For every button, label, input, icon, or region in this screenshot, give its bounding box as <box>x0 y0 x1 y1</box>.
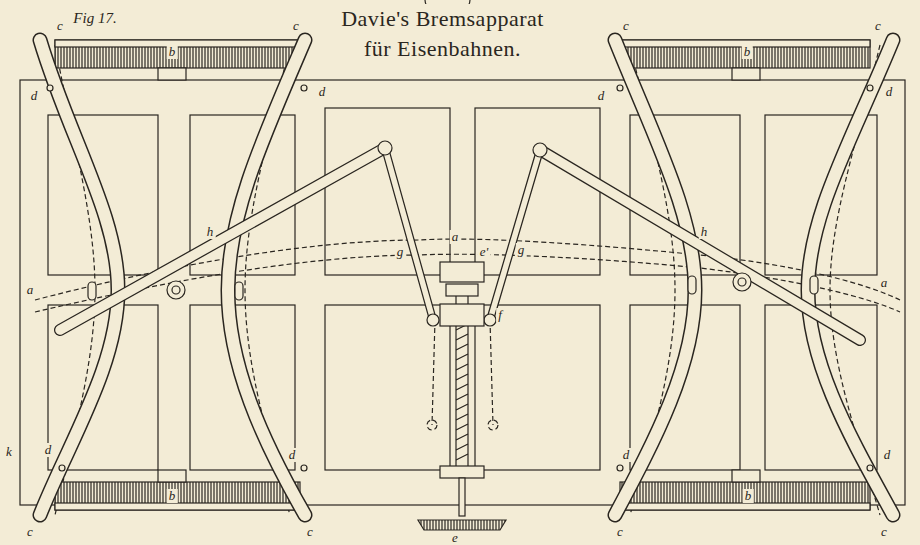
figure-number: Fig 17. <box>71 11 118 25</box>
part-letter: e' <box>478 245 491 259</box>
part-letter: d <box>317 85 328 99</box>
part-letter: c <box>305 525 315 539</box>
part-letter: c <box>25 525 35 539</box>
part-letter: b <box>742 45 753 59</box>
part-letter: d <box>43 443 54 457</box>
part-letter: f <box>496 308 504 322</box>
part-letter: k <box>4 445 14 459</box>
part-letter: d <box>596 89 607 103</box>
part-letter: e <box>450 531 460 545</box>
part-letter: a <box>450 230 461 244</box>
part-letter: g <box>516 243 527 257</box>
part-letter: h <box>205 225 216 239</box>
part-letter: c <box>291 19 301 33</box>
part-letter: c <box>615 525 625 539</box>
part-letter: d <box>621 448 632 462</box>
part-letter: c <box>621 19 631 33</box>
part-letter: d <box>884 85 895 99</box>
part-letter: d <box>882 448 893 462</box>
part-letter: d <box>29 89 40 103</box>
title: Davie's Bremsapparat für Eisenbahnen. <box>335 4 550 64</box>
part-letter: g <box>395 245 406 259</box>
part-letter: c <box>879 525 889 539</box>
part-letter: b <box>743 489 754 503</box>
part-letter: a <box>25 283 36 297</box>
part-letter: c <box>873 19 883 33</box>
part-letter: b <box>167 45 178 59</box>
part-letter: d <box>287 448 298 462</box>
part-letter: h <box>699 225 710 239</box>
part-letter: c <box>55 19 65 33</box>
part-letter: a <box>879 276 890 290</box>
part-letter: b <box>167 489 178 503</box>
